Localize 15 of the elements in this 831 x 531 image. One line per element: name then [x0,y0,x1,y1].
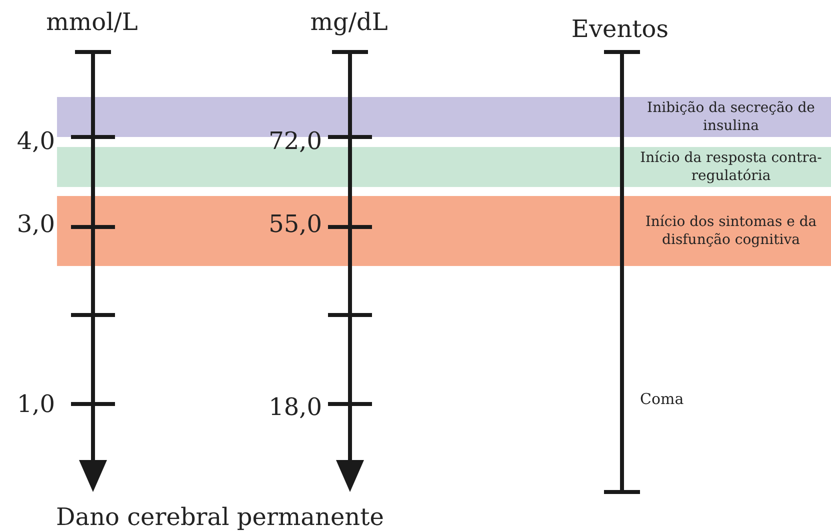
event-label: Início dos sintomas e da disfunção cognitiva [644,213,818,249]
tick-label: 1,0 [16,392,55,416]
tick-label: 55,0 [268,212,322,236]
axis-title: mg/dL [310,10,388,34]
range-band [57,196,831,266]
axis-title: mmol/L [46,10,138,34]
axis-title: Eventos [571,17,669,41]
tick-label: 18,0 [268,395,322,419]
axis-end-label: Dano cerebral permanente [56,505,384,529]
tick-label: 4,0 [16,129,55,153]
tick-label: 72,0 [268,129,322,153]
event-label: Coma [640,392,684,407]
event-label: Início da resposta contra-regulatória [639,149,823,185]
tick-label: 3,0 [16,212,55,236]
event-label: Inibição da secreção de insulina [646,99,816,135]
